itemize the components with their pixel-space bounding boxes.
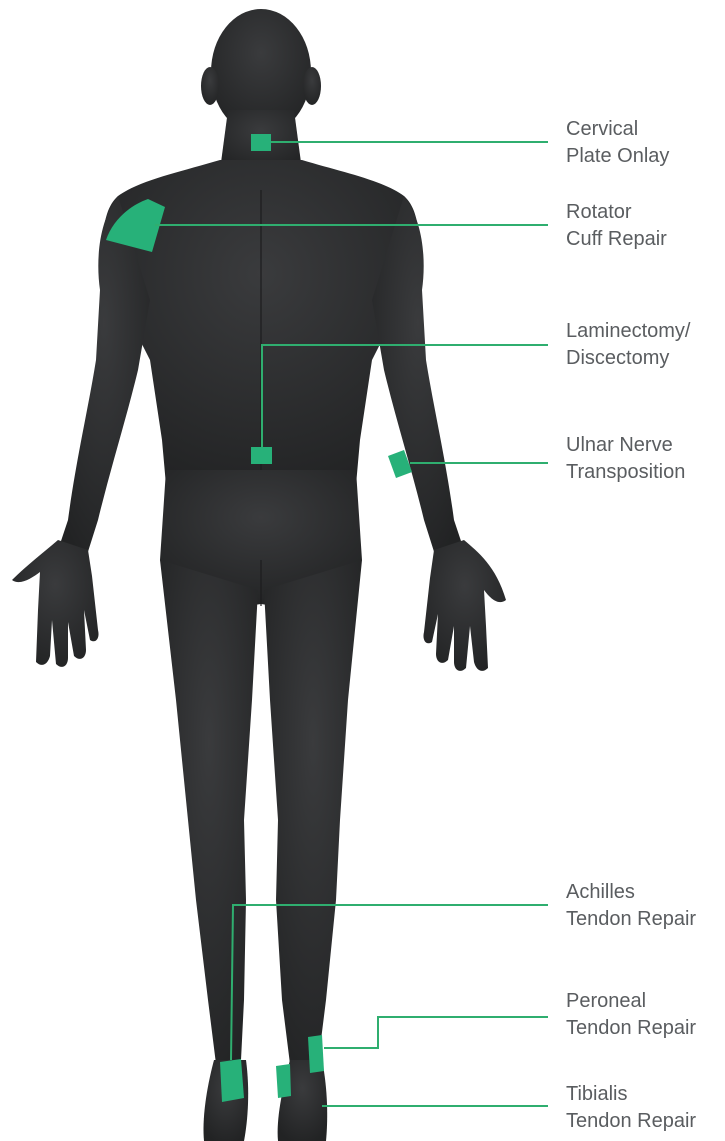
label-line: Achilles: [566, 879, 696, 906]
label-line: Tibialis: [566, 1081, 696, 1108]
label-line: Laminectomy/: [566, 318, 691, 345]
site-laminectomy: [251, 447, 272, 464]
label-laminectomy: Laminectomy/ Discectomy: [566, 318, 691, 372]
site-tibialis: [276, 1064, 291, 1098]
label-line: Plate Onlay: [566, 143, 669, 170]
site-achilles: [220, 1059, 244, 1102]
label-line: Tendon Repair: [566, 906, 696, 933]
left-hand: [12, 540, 99, 667]
label-cervical: Cervical Plate Onlay: [566, 116, 669, 170]
label-ulnar: Ulnar Nerve Transposition: [566, 432, 685, 486]
label-line: Ulnar Nerve: [566, 432, 685, 459]
label-achilles: Achilles Tendon Repair: [566, 879, 696, 933]
label-line: Cuff Repair: [566, 226, 667, 253]
left-ear: [201, 67, 219, 105]
body-silhouette: [12, 9, 506, 1141]
label-line: Rotator: [566, 199, 667, 226]
label-line: Discectomy: [566, 345, 691, 372]
label-line: Tendon Repair: [566, 1015, 696, 1042]
label-tibialis: Tibialis Tendon Repair: [566, 1081, 696, 1135]
right-leg: [264, 560, 362, 1080]
label-line: Cervical: [566, 116, 669, 143]
label-peroneal: Peroneal Tendon Repair: [566, 988, 696, 1042]
right-ear: [303, 67, 321, 105]
label-line: Tendon Repair: [566, 1108, 696, 1135]
right-hand: [423, 540, 506, 671]
label-line: Peroneal: [566, 988, 696, 1015]
label-rotator: Rotator Cuff Repair: [566, 199, 667, 253]
site-peroneal: [308, 1035, 324, 1073]
site-cervical: [251, 134, 271, 151]
label-line: Transposition: [566, 459, 685, 486]
left-leg: [160, 560, 258, 1080]
leader-peroneal: [324, 1017, 548, 1048]
